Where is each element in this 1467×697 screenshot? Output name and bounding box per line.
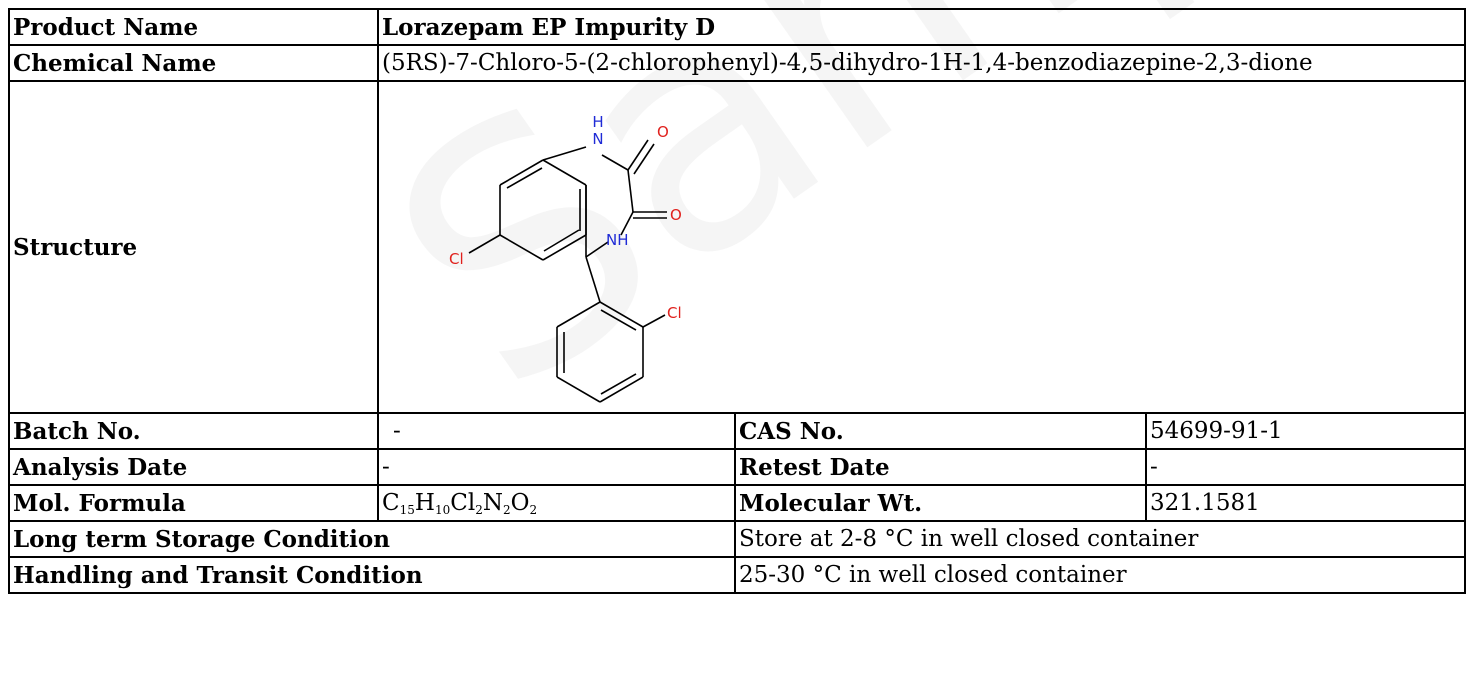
structure-diagram: H N O O NH Cl Cl (449, 113, 682, 403)
retest-value: - (1144, 448, 1467, 486)
storage-label: Long term Storage Condition (8, 520, 736, 558)
atom-cl2: Cl (667, 304, 682, 322)
formula-c-count: 15 (399, 503, 415, 517)
formula-cl-count: 2 (475, 503, 483, 517)
product-label: Product Name (8, 8, 379, 46)
atom-o1: O (657, 123, 669, 141)
mw-value: 321.1581 (1144, 484, 1467, 522)
formula-value: C15H10Cl2N2O2 (377, 484, 736, 522)
handling-value: 25-30 °C in well closed container (733, 556, 1467, 594)
formula-row: Mol. Formula C15H10Cl2N2O2 Molecular Wt.… (8, 484, 1467, 522)
formula-h: H (414, 490, 435, 516)
chemical-label: Chemical Name (8, 44, 379, 82)
product-value: Lorazepam EP Impurity D (376, 8, 1467, 46)
formula-cl: Cl (450, 490, 476, 516)
storage-row: Long term Storage Condition Store at 2-8… (8, 520, 1467, 558)
formula-n-count: 2 (502, 503, 511, 517)
retest-label: Retest Date (734, 448, 1147, 486)
atom-cl1: Cl (449, 250, 464, 268)
batch-row: Batch No. - CAS No. 54699-91-1 (8, 412, 1467, 450)
handling-row: Handling and Transit Condition 25-30 °C … (8, 556, 1467, 594)
analysis-row: Analysis Date - Retest Date - (8, 448, 1467, 486)
structure-bonds (468, 139, 667, 403)
structure-cell: H N O O NH Cl Cl (376, 80, 1467, 414)
batch-label: Batch No. (8, 412, 379, 450)
batch-value: - (377, 412, 736, 450)
atom-n4: NH (606, 231, 629, 249)
storage-value: Store at 2-8 °C in well closed container (733, 520, 1467, 558)
formula-n: N (482, 490, 503, 516)
analysis-value: - (377, 448, 736, 486)
cas-value: 54699-91-1 (1144, 412, 1467, 450)
formula-o: O (510, 490, 530, 516)
product-row: Product Name Lorazepam EP Impurity D (8, 8, 1467, 46)
formula-label: Mol. Formula (8, 484, 379, 522)
mw-label: Molecular Wt. (734, 484, 1147, 522)
cas-label: CAS No. (734, 412, 1147, 450)
atom-n1-h: H (592, 113, 603, 131)
formula-c: C (382, 490, 400, 516)
chemical-row: Chemical Name (5RS)-7-Chloro-5-(2-chloro… (8, 44, 1467, 82)
structure-label: Structure (8, 80, 379, 414)
atom-n1: N (592, 130, 603, 148)
analysis-label: Analysis Date (8, 448, 379, 486)
formula-h-count: 10 (434, 503, 451, 517)
atom-o2: O (670, 206, 682, 224)
chemical-value: (5RS)-7-Chloro-5-(2-chlorophenyl)-4,5-di… (376, 44, 1467, 82)
handling-label: Handling and Transit Condition (8, 556, 736, 594)
structure-row: Structure (8, 80, 1467, 414)
coa-table: Product Name Lorazepam EP Impurity D Che… (8, 8, 1467, 594)
formula-o-count: 2 (529, 503, 538, 517)
